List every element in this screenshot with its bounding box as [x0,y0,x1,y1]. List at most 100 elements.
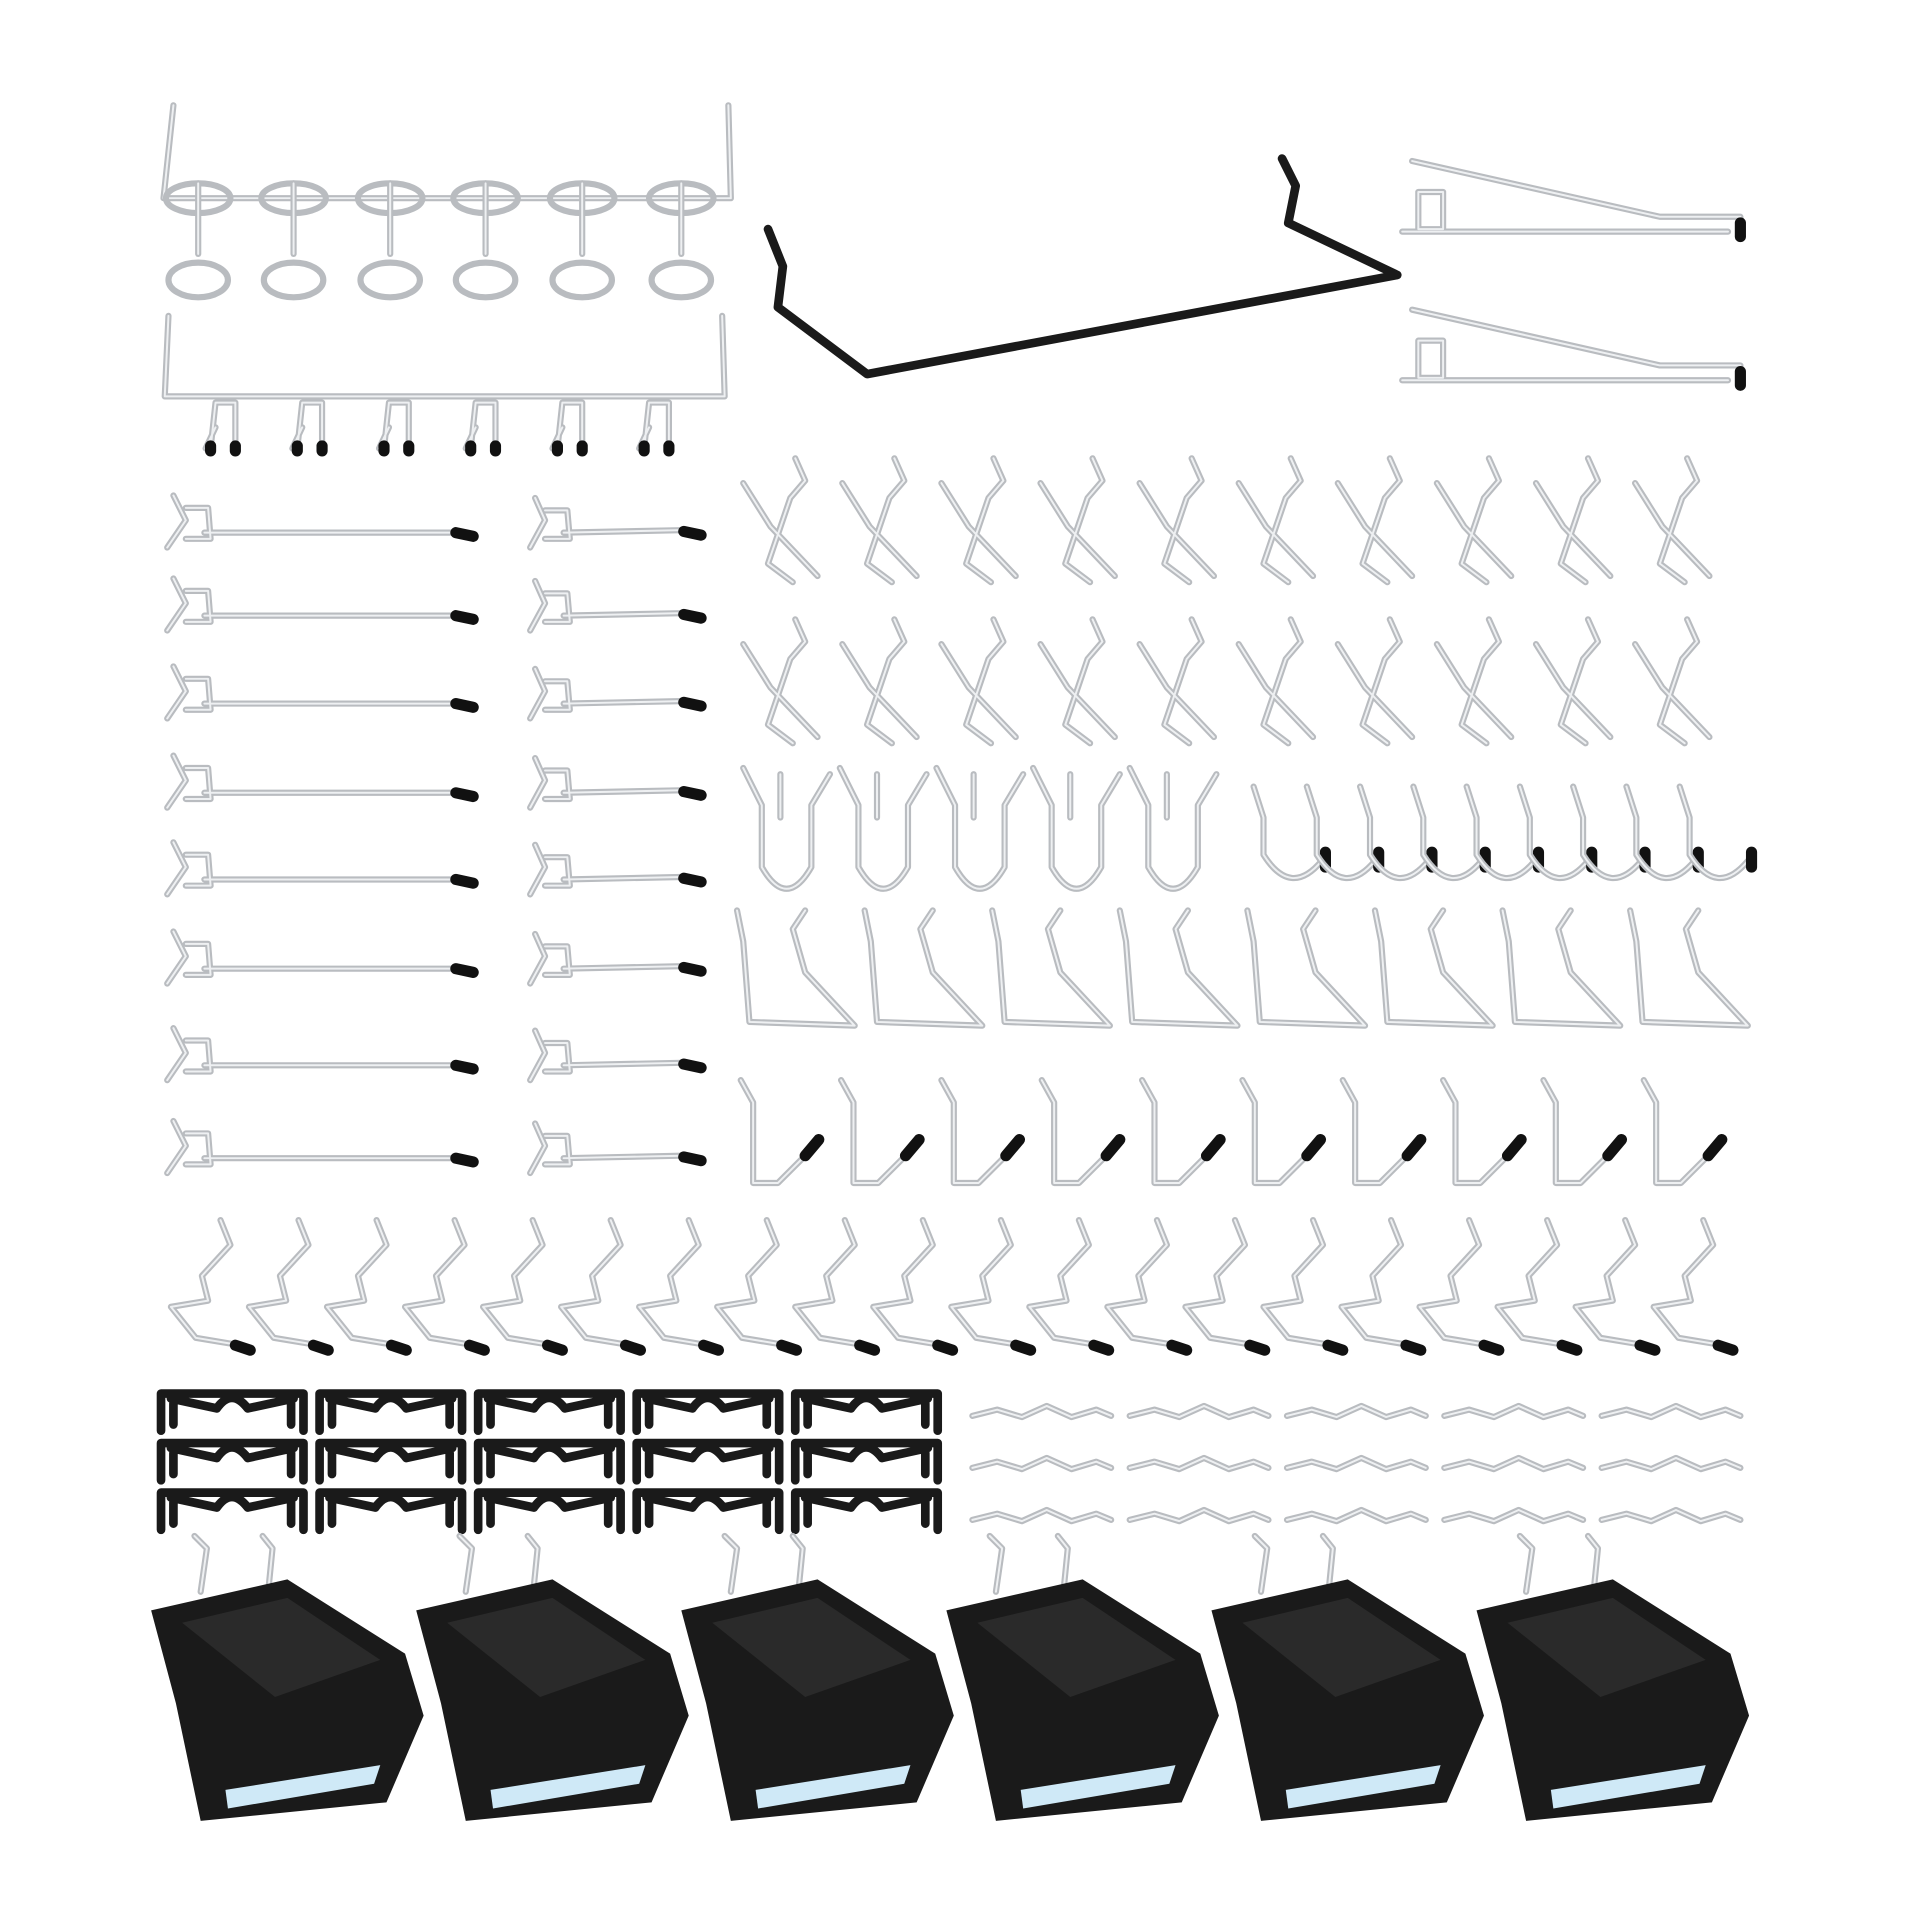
v-hook [839,616,920,747]
short-straight-hook [527,754,707,811]
v-hook [740,616,821,747]
bin-label [225,1765,381,1809]
s-hook [1104,1217,1193,1356]
bin-label [490,1765,646,1809]
s-hook [480,1217,568,1356]
v-hook [1235,616,1317,747]
angled-hook [1244,907,1369,1029]
angled-hook [861,907,986,1029]
double-prong [549,399,588,457]
bin-label [1285,1765,1441,1809]
double-j-hook [1126,764,1220,892]
wire-tie [1441,1402,1587,1421]
s-hook [714,1217,803,1356]
v-hook [938,455,1019,586]
long-straight-hook [164,492,479,551]
v-hook [938,616,1019,747]
double-j-hook [740,764,834,892]
locking-clip [156,1488,308,1535]
ring [645,180,717,301]
wire-tie [1126,1506,1272,1525]
double-prong [636,399,675,457]
s-hook [1494,1217,1583,1356]
s-hook [636,1217,725,1356]
s-hook [870,1217,959,1356]
small-j-hook [1676,783,1758,882]
wire-tie [1598,1454,1744,1473]
v-hook [1532,616,1614,747]
storage-bin [946,1532,1219,1821]
l-hook [938,1077,1026,1187]
long-straight-hook [164,752,479,811]
multi-hook-bar [161,312,728,457]
product-items [151,102,1758,1821]
v-hook [1136,455,1218,586]
short-straight-hook [527,930,707,987]
l-hook [1239,1077,1327,1187]
v-hook [740,455,821,586]
wire-tie [1283,1506,1429,1525]
l-hook [1640,1077,1728,1187]
storage-bin [681,1532,954,1821]
shelf-bracket [1399,306,1746,391]
v-hook [1334,616,1416,747]
bin-label [1550,1765,1706,1809]
locking-clip [156,1389,308,1436]
wire-tie [969,1506,1115,1525]
l-hook [1138,1077,1226,1187]
v-hook [1136,616,1218,747]
angled-hook [1627,907,1751,1029]
v-hook [1235,455,1317,586]
long-straight-hook [164,1025,479,1084]
locking-clip [632,1389,784,1436]
short-straight-hook [527,1027,707,1084]
l-hook [837,1077,925,1187]
wire-tie [1283,1454,1429,1473]
locking-clip [632,1438,784,1485]
locking-clip [315,1438,467,1485]
ring [450,180,521,301]
v-hook [1037,455,1118,586]
double-prong [462,399,502,457]
storage-bin [151,1532,424,1821]
wire-tie [969,1454,1115,1473]
l-hook [1339,1077,1427,1187]
s-hook [1416,1217,1505,1356]
angled-hook [1116,907,1241,1029]
storage-bin [1211,1532,1484,1821]
long-straight-hook [164,575,479,634]
short-straight-hook [527,494,707,551]
wire-tie [1126,1402,1272,1421]
black-shelf-bar [763,154,1402,379]
locking-clip [632,1488,784,1535]
locking-clip [790,1438,943,1485]
ring [354,180,426,301]
s-hook [167,1217,256,1356]
locking-clip [473,1389,625,1436]
l-hook [1440,1077,1527,1187]
s-hook [323,1217,412,1356]
long-straight-hook [164,928,479,987]
s-hook [1572,1217,1661,1356]
double-j-hook [933,764,1027,892]
s-hook [792,1217,881,1356]
double-prong [375,399,415,457]
l-hook [1540,1077,1628,1187]
long-straight-hook [164,1117,479,1177]
short-straight-hook [527,665,707,722]
bin-label [1020,1765,1176,1809]
s-hook [1182,1217,1271,1356]
v-hook [839,455,920,586]
v-hook [1433,616,1515,747]
s-hook [558,1217,646,1356]
bin-label [755,1765,911,1809]
v-hook [1532,455,1614,586]
shelf-bracket [1399,157,1746,243]
wire-tie [1441,1454,1587,1473]
s-hook [1338,1217,1427,1356]
ring [162,180,234,301]
wire-tie [1441,1506,1587,1525]
s-hook [1026,1217,1115,1356]
locking-clip [473,1438,625,1485]
l-hook [737,1077,825,1187]
